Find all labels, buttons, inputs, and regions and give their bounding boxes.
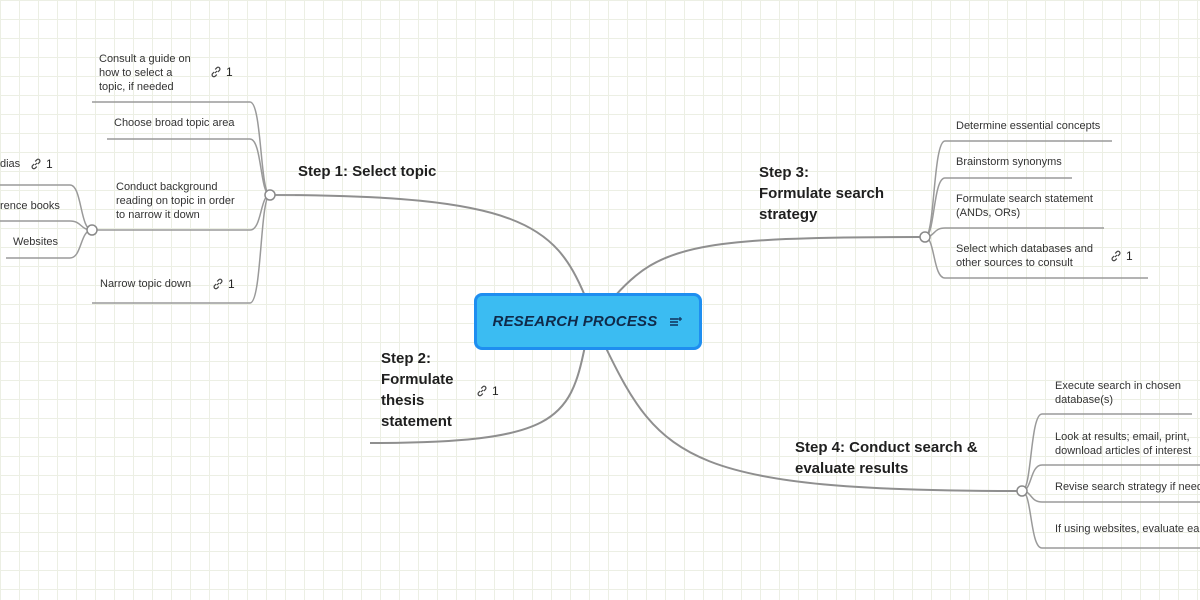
step1-item-narrow-topic[interactable]: Narrow topic down (100, 278, 192, 290)
link-count: 1 (46, 157, 53, 171)
central-topic-label: RESEARCH PROCESS (492, 313, 658, 330)
step3-item-databases[interactable]: Select which databases and other sources… (956, 243, 1093, 269)
connector-step1-item4 (92, 194, 271, 304)
step3-title[interactable]: Step 3: Formulate search strategy (759, 164, 885, 223)
step3-item-essential-concepts[interactable]: Determine essential concepts (956, 120, 1101, 132)
step1-item-narrow-topic-link[interactable]: 1 (212, 277, 235, 291)
step1-item-broad-topic[interactable]: Choose broad topic area (114, 117, 235, 129)
step1-subitem-encyclopedias-link[interactable]: 1 (30, 157, 53, 171)
step4-collapse-toggle (1016, 485, 1028, 497)
link-icon (213, 278, 223, 290)
step1-subitem-websites[interactable]: Websites (13, 236, 59, 248)
connector-step1 (269, 194, 586, 297)
connector-step3 (614, 236, 921, 297)
connector-step4-item4 (1021, 490, 1200, 549)
step1-collapse-toggle (264, 189, 276, 201)
step1-item3-collapse-toggle (86, 224, 98, 236)
step3-item-databases-link[interactable]: 1 (1110, 249, 1133, 263)
step1-subitem-encyclopedias[interactable]: dias (0, 158, 21, 170)
link-count: 1 (492, 384, 499, 398)
link-icon (1111, 250, 1121, 262)
step2-title[interactable]: Step 2: Formulate thesis statement (381, 350, 454, 430)
step1-subitem-reference-books[interactable]: rence books (0, 200, 60, 212)
step1-item-background-reading[interactable]: Conduct background reading on topic in o… (116, 181, 235, 221)
step1-title[interactable]: Step 1: Select topic (298, 163, 437, 180)
central-topic-node[interactable]: RESEARCH PROCESS (474, 293, 702, 350)
notes-icon[interactable] (669, 316, 683, 328)
step2-link[interactable]: 1 (476, 384, 499, 398)
connector-sub2 (0, 220, 93, 231)
step4-item-revise-strategy[interactable]: Revise search strategy if neede (1055, 481, 1200, 493)
link-count: 1 (226, 65, 233, 79)
step4-item-evaluate-websites[interactable]: If using websites, evaluate ea (1055, 523, 1200, 535)
link-icon (31, 158, 41, 170)
step4-item-look-at-results[interactable]: Look at results; email, print, download … (1055, 431, 1192, 457)
step3-collapse-toggle (919, 231, 931, 243)
step4-title[interactable]: Step 4: Conduct search & evaluate result… (795, 439, 978, 477)
connector-step4 (604, 345, 1021, 492)
step4-item-execute-search[interactable]: Execute search in chosen database(s) (1055, 380, 1181, 406)
link-icon (211, 66, 221, 78)
link-count: 1 (1126, 249, 1133, 263)
step3-item-synonyms[interactable]: Brainstorm synonyms (956, 156, 1062, 168)
connector-step2 (369, 345, 586, 444)
step1-item-guide[interactable]: Consult a guide on how to select a topic… (99, 53, 191, 93)
connector-step3-item3 (924, 227, 1104, 238)
step3-item-search-statement[interactable]: Formulate search statement (ANDs, ORs) (956, 193, 1093, 219)
link-icon (477, 385, 487, 397)
link-count: 1 (228, 277, 235, 291)
step1-item-guide-link[interactable]: 1 (210, 65, 233, 79)
